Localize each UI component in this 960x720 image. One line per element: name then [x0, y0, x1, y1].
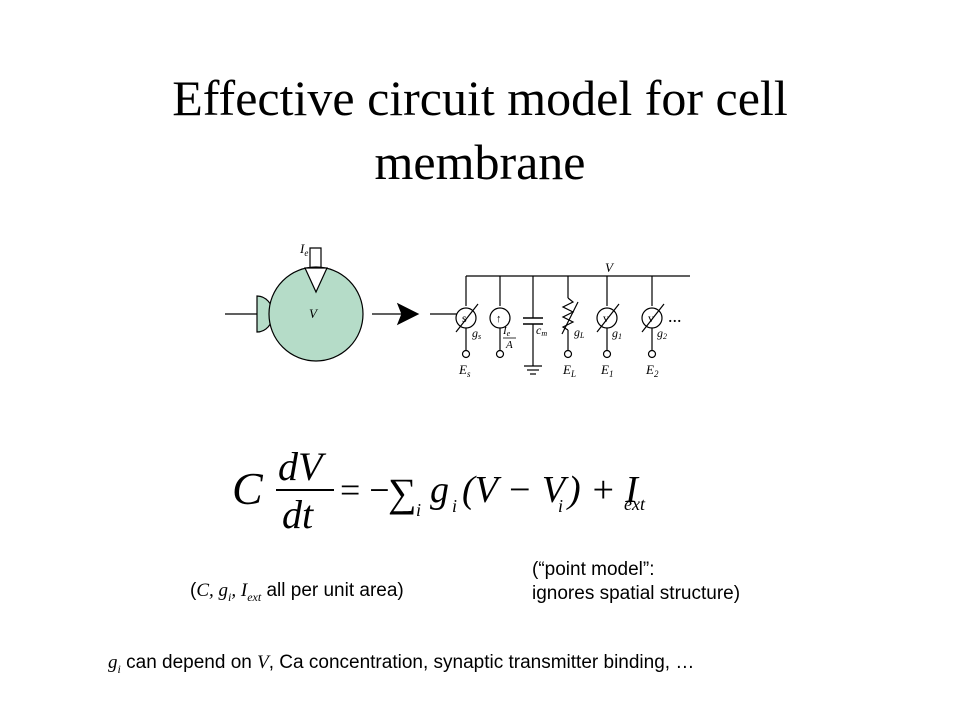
svg-text:gs: gs: [472, 326, 481, 341]
svg-text:) + I: ) + I: [566, 469, 640, 511]
current-source-branch: ↑ Ie A: [489, 276, 516, 359]
electrode-wire: [309, 247, 322, 268]
svg-text:E1: E1: [600, 362, 613, 379]
slide-title: Effective circuit model for cell membran…: [0, 66, 960, 194]
electrode-label: Ie: [299, 241, 308, 258]
leak-resistor-branch: gL EL: [561, 276, 585, 379]
membrane-equation: C dV dt = − ∑ i g i (V − V i ) + I ext: [232, 444, 646, 537]
svg-text:ext: ext: [624, 494, 646, 514]
svg-text:(V − V: (V − V: [462, 469, 569, 511]
capacitor-branch: cm: [523, 276, 547, 375]
cell-voltage-label: V: [309, 306, 319, 321]
electrode-icon: [304, 267, 328, 294]
rail-label: V: [605, 260, 615, 275]
equivalent-circuit: V ... s gs Es ↑ Ie A: [430, 260, 690, 379]
svg-text:i: i: [558, 496, 563, 516]
svg-text:C: C: [232, 463, 264, 514]
svg-text:g2: g2: [657, 326, 667, 341]
svg-text:v: v: [603, 311, 609, 325]
cell-figure: Ie V: [225, 241, 364, 362]
svg-text:v: v: [648, 311, 654, 325]
svg-text:dt: dt: [282, 492, 314, 537]
title-line-1: Effective circuit model for cell: [172, 70, 788, 126]
units-note: (C, gi, Iext all per unit area): [190, 580, 404, 604]
svg-text:s: s: [462, 311, 467, 325]
synaptic-branch: s gs Es: [455, 276, 481, 379]
svg-text:↑: ↑: [496, 313, 502, 325]
svg-text:i: i: [452, 496, 457, 516]
arrow-icon: [372, 302, 420, 326]
svg-text:i: i: [416, 500, 421, 520]
ellipsis-label: ...: [668, 306, 682, 326]
svg-text:gL: gL: [574, 325, 585, 340]
svg-text:E2: E2: [645, 362, 659, 379]
voltage-gated-branch-1: v g1 E1: [596, 276, 622, 379]
cell-body: [268, 266, 364, 362]
svg-text:g1: g1: [612, 326, 622, 341]
point-model-note: (“point model”: ignores spatial structur…: [532, 559, 741, 604]
svg-text:∑: ∑: [388, 470, 417, 515]
svg-text:EL: EL: [562, 362, 576, 379]
svg-text:g: g: [430, 469, 449, 511]
svg-text:Ie: Ie: [502, 325, 511, 338]
voltage-gated-branch-2: v g2 E2: [641, 276, 667, 379]
svg-text:= −: = −: [340, 470, 390, 510]
svg-text:dV: dV: [278, 444, 327, 489]
svg-text:cm: cm: [536, 323, 547, 338]
svg-text:A: A: [505, 339, 513, 351]
svg-text:Es: Es: [458, 362, 471, 379]
conductance-dependence-note: gi can depend on V, Ca concentration, sy…: [108, 652, 695, 676]
title-line-2: membrane: [374, 134, 586, 190]
